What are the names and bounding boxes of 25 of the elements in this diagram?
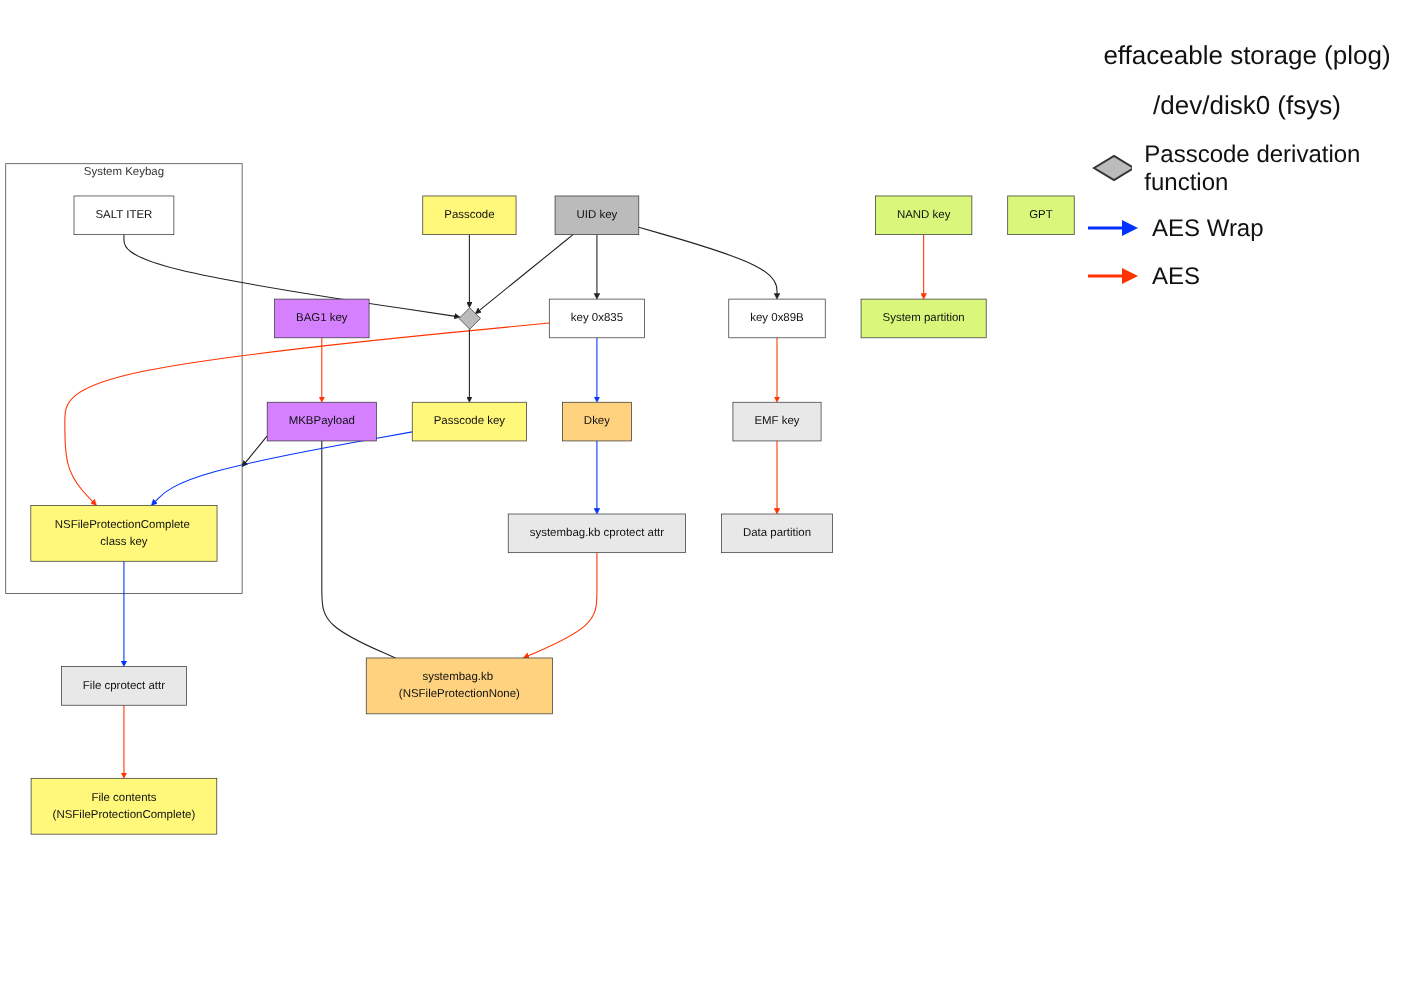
- arrow: [593, 336, 601, 402]
- arrow: [593, 439, 601, 514]
- arrow: [522, 551, 598, 658]
- legend-text: Passcode derivation function: [1144, 140, 1363, 196]
- arrow: [773, 439, 781, 514]
- legend-text: AES: [1151, 262, 1200, 290]
- arrow: [638, 225, 781, 299]
- arrow: [120, 703, 128, 778]
- arrow: [241, 434, 268, 466]
- arrow: [123, 233, 461, 319]
- node-diamond: [458, 306, 481, 329]
- arrow: [64, 321, 550, 505]
- arrow: [920, 233, 927, 299]
- arrow: [593, 233, 601, 299]
- arrow: [475, 233, 574, 313]
- arrow: [120, 559, 128, 666]
- arrow: [151, 430, 413, 505]
- storage-label: /dev/disk0 (fsys): [1151, 90, 1343, 120]
- arrow: [773, 336, 781, 402]
- connector: [321, 439, 397, 658]
- legend-text: AES Wrap: [1151, 214, 1264, 242]
- arrow: [318, 336, 325, 402]
- arrow: [466, 327, 473, 402]
- storage-label: effaceable storage (plog): [1101, 40, 1393, 70]
- arrow: [466, 233, 473, 307]
